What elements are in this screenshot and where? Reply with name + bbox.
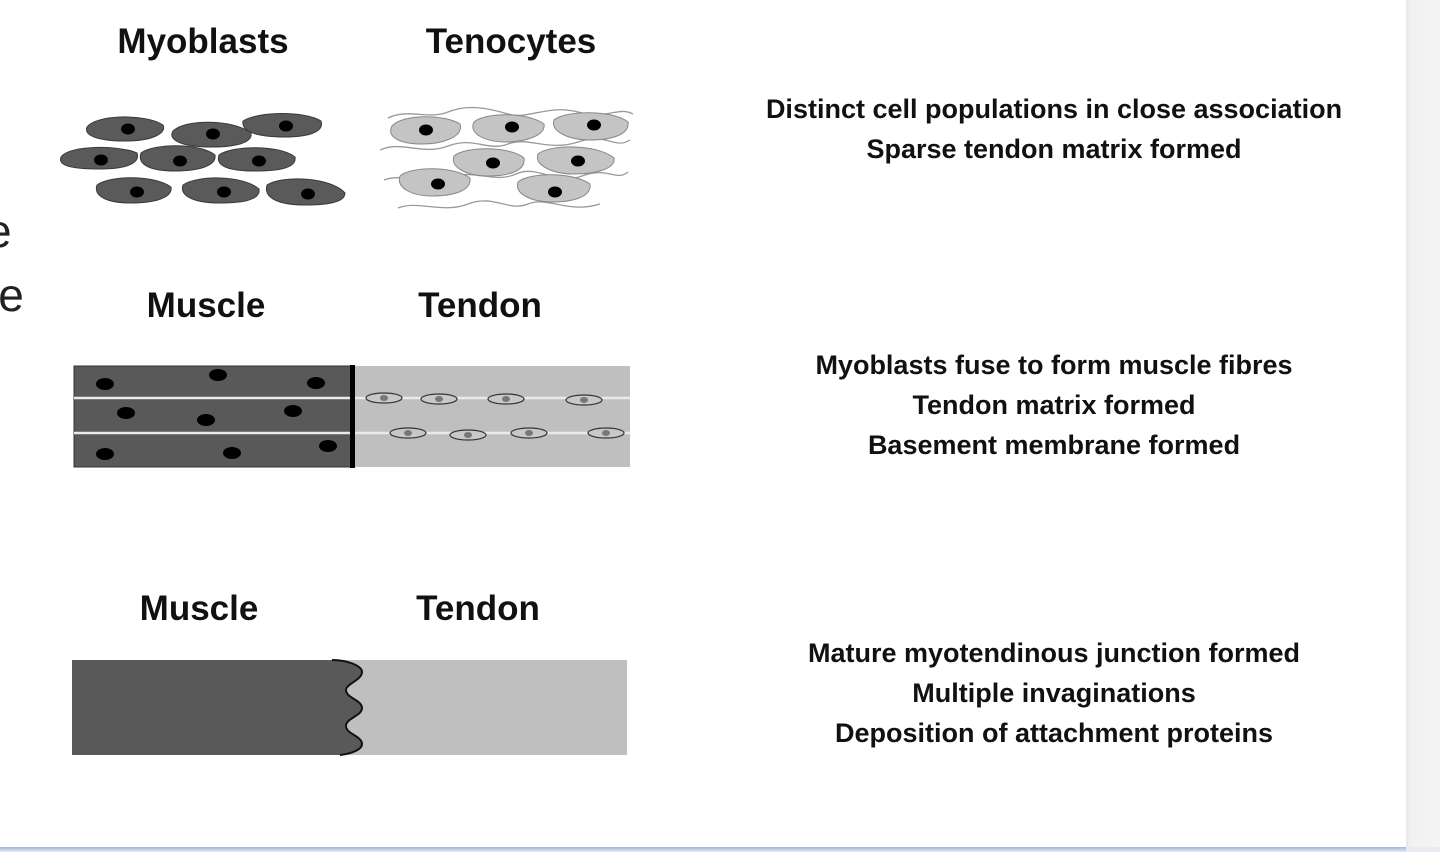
tenocytes-label: Tenocytes xyxy=(425,22,597,61)
tenocyte-nucleus xyxy=(502,396,510,402)
description-line: Sparse tendon matrix formed xyxy=(866,134,1242,164)
nucleus xyxy=(197,414,215,426)
nucleus xyxy=(307,377,325,389)
nucleus xyxy=(252,155,266,167)
nucleus xyxy=(121,123,135,135)
muscle-label-stage-2: Muscle xyxy=(146,286,266,325)
bottom-window-edge-corner xyxy=(1406,847,1440,852)
tenocyte-nucleus xyxy=(602,430,610,436)
tenocyte-nucleus xyxy=(464,432,472,438)
description-line: Distinct cell populations in close assoc… xyxy=(765,94,1343,124)
collagen-fibre xyxy=(397,200,601,209)
right-edge-panel xyxy=(1406,0,1440,852)
tendon-block xyxy=(340,660,627,755)
nucleus xyxy=(486,157,500,169)
nucleus xyxy=(223,447,241,459)
nucleus xyxy=(209,369,227,381)
bottom-window-edge xyxy=(0,847,1406,852)
nucleus xyxy=(117,407,135,419)
nucleus xyxy=(505,121,519,133)
nucleus xyxy=(96,378,114,390)
cutoff-text-2: le xyxy=(0,269,24,321)
tenocyte-nucleus xyxy=(435,396,443,402)
nucleus xyxy=(571,155,585,167)
nucleus xyxy=(173,155,187,167)
muscle-fibre-tendon-diagram xyxy=(73,365,630,468)
description-line: Mature myotendinous junction formed xyxy=(807,638,1301,668)
muscle-block-with-invaginations xyxy=(72,660,362,755)
nucleus xyxy=(94,154,108,166)
nucleus xyxy=(96,448,114,460)
stage-1-description: Distinct cell populations in close assoc… xyxy=(766,89,1342,169)
basement-membrane xyxy=(350,365,355,468)
tenocyte-nucleus xyxy=(404,430,412,436)
nucleus xyxy=(217,186,231,198)
cutoff-text-1: e xyxy=(0,208,12,254)
muscle-label-stage-3: Muscle xyxy=(139,589,259,628)
nucleus xyxy=(206,128,220,140)
stage-3-description: Mature myotendinous junction formed Mult… xyxy=(808,633,1300,753)
nucleus xyxy=(279,120,293,132)
nucleus xyxy=(284,405,302,417)
myotendinous-junction-diagram xyxy=(72,659,627,756)
nucleus xyxy=(419,124,433,136)
description-line: Multiple invaginations xyxy=(912,678,1196,708)
nucleus xyxy=(587,119,601,131)
tenocyte-nucleus xyxy=(580,397,588,403)
nucleus xyxy=(431,178,445,190)
description-line: Tendon matrix formed xyxy=(912,390,1196,420)
tenocyte-nucleus xyxy=(525,430,533,436)
tendon-label-stage-3: Tendon xyxy=(416,589,540,628)
nucleus xyxy=(319,440,337,452)
tendon-matrix-block xyxy=(354,366,630,467)
nucleus xyxy=(301,188,315,200)
stage-2-description: Myoblasts fuse to form muscle fibres Ten… xyxy=(815,345,1292,465)
myoblasts-label: Myoblasts xyxy=(117,22,289,61)
tenocyte-nucleus xyxy=(380,395,388,401)
junction-border xyxy=(331,659,364,756)
nucleus xyxy=(548,186,562,198)
description-line: Myoblasts fuse to form muscle fibres xyxy=(815,350,1293,380)
myoblasts-illustration xyxy=(60,113,346,206)
tendon-label-stage-2: Tendon xyxy=(418,286,542,325)
tenocytes-illustration xyxy=(379,106,634,209)
nucleus xyxy=(130,186,144,198)
description-line: Basement membrane formed xyxy=(867,430,1241,460)
description-line: Deposition of attachment proteins xyxy=(834,718,1274,748)
